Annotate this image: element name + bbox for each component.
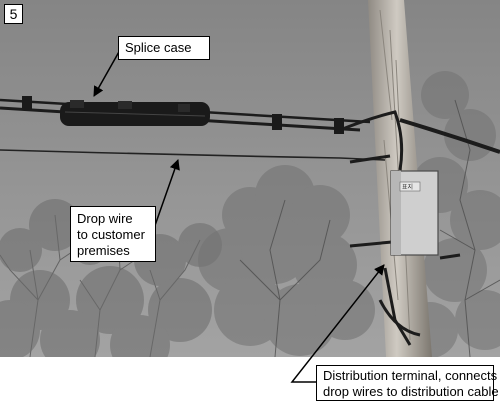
drop-wire-callout-line-2: to customer xyxy=(77,227,145,242)
photo-scene: 표지 xyxy=(0,0,500,357)
distribution-cable-continuation xyxy=(399,118,500,154)
terminal-box-label: 표지 xyxy=(402,183,413,191)
splice-case xyxy=(60,100,210,126)
distribution-terminal-callout-line-2: drop wires to distribution cable xyxy=(323,384,499,399)
distribution-terminal-callout-line-1: Distribution terminal, connects xyxy=(323,368,498,383)
drop-wire xyxy=(0,149,386,161)
cable-clamps xyxy=(22,96,344,134)
utility-pole-photo: 표지 xyxy=(0,0,500,357)
distribution-terminal-box: 표지 xyxy=(390,170,439,256)
drop-wire-callout-line-3: premises xyxy=(77,243,130,258)
cable-loop xyxy=(339,110,404,171)
figure-number: 5 xyxy=(4,4,23,24)
drop-wire-callout-line-1: Drop wire xyxy=(77,211,133,226)
distribution-terminal-callout: Distribution terminal, connects drop wir… xyxy=(316,365,499,401)
splice-case-callout: Splice case xyxy=(118,36,210,60)
splice-case-callout-text: Splice case xyxy=(125,40,192,55)
drop-wire-callout: Drop wire to customer premises xyxy=(70,206,156,262)
